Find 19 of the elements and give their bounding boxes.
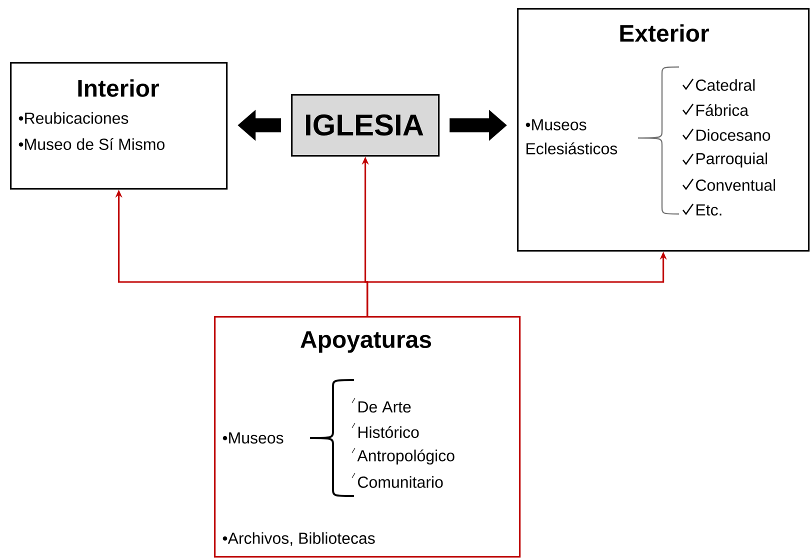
list-item: Comunitario	[358, 476, 443, 488]
box-title: Apoyaturas	[300, 331, 432, 353]
list-item: Conventual	[696, 179, 776, 191]
box-title: Exterior	[620, 24, 709, 42]
list-item: Diocesano	[696, 129, 770, 141]
list-item: Catedral	[696, 79, 755, 91]
list-item: De Arte	[358, 401, 411, 413]
box-title: IGLESIA	[306, 114, 424, 136]
bullet-item: •Museos	[222, 432, 284, 444]
list-item: Histórico	[358, 426, 419, 438]
bullet-item: •Museos Eclesiásticos	[526, 119, 618, 154]
bullet-item: •Archivos, Bibliotecas	[222, 532, 375, 546]
bullet-item: •Museo de Sí Mismo	[18, 138, 164, 150]
box-title: Interior	[78, 79, 159, 97]
list-item: Antropológico	[357, 449, 454, 465]
list-item: Fábrica	[696, 104, 749, 116]
bullet-item: •Reubicaciones	[18, 112, 128, 124]
list-item: Parroquial	[696, 152, 768, 168]
list-item: Etc.	[696, 204, 722, 216]
